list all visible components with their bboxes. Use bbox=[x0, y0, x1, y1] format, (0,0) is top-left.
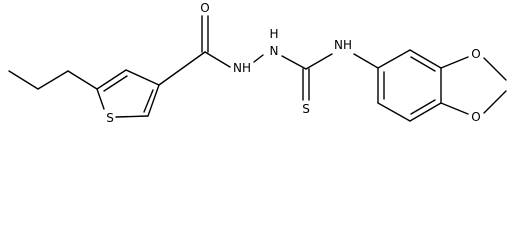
bond-thiophene-c3-c2 bbox=[147, 84, 160, 117]
hydrazine-h-label: H bbox=[269, 27, 278, 41]
aryl-nh: NH bbox=[334, 38, 379, 69]
thione-sulfur-label: S bbox=[302, 102, 310, 116]
bond-c3-carbonyl bbox=[158, 51, 206, 86]
bond-benzene-2 bbox=[409, 49, 442, 69]
bond-propyl-2 bbox=[37, 70, 69, 90]
benzene-ring bbox=[377, 49, 442, 122]
bond-nh-aryl bbox=[353, 53, 379, 69]
aryl-nh-label: NH bbox=[334, 38, 352, 52]
bond-propyl-3 bbox=[67, 70, 98, 90]
dioxole-oxygen-top-label: O bbox=[471, 47, 480, 61]
bond-propyl-1 bbox=[8, 70, 39, 90]
bond-benzene-2-inner bbox=[410, 56, 436, 72]
thiophene-sulfur-label: S bbox=[106, 111, 114, 125]
propyl-chain bbox=[8, 70, 98, 90]
dioxole-oxygen-bottom-label: O bbox=[471, 110, 480, 124]
bond-thiophene-c5-c4 bbox=[96, 69, 127, 90]
hydrazide-nh-label: NH bbox=[233, 61, 251, 75]
thiocarbonyl-group: S bbox=[302, 53, 333, 116]
bond-benzene-4-inner bbox=[410, 99, 436, 115]
bond-benzene-1 bbox=[377, 49, 411, 69]
bond-dioxole-o-top bbox=[440, 56, 469, 69]
dioxole-ring: O O bbox=[440, 47, 507, 124]
hydrazide-nh: NH bbox=[204, 51, 264, 75]
molecule-structure: S O NH H N S NH bbox=[8, 1, 507, 125]
thiophene-ring: S bbox=[96, 69, 160, 125]
bond-nh-n bbox=[253, 54, 264, 63]
bond-thiophene-c2-s bbox=[115, 115, 149, 118]
carbonyl-group: O bbox=[158, 1, 210, 86]
carbonyl-oxygen-label: O bbox=[200, 1, 209, 15]
bond-thiophene-c4-c3 bbox=[125, 69, 160, 86]
bond-carbonyl-nh bbox=[204, 51, 231, 68]
bond-thiophene-c3-c2-inner bbox=[143, 89, 154, 113]
bond-benzene-5 bbox=[377, 102, 411, 122]
hydrazine-n: H N bbox=[269, 27, 307, 70]
hydrazine-n-label: N bbox=[270, 44, 279, 58]
bond-benzene-4 bbox=[409, 102, 442, 122]
bond-dioxole-ch2-bottom bbox=[483, 90, 507, 114]
bond-dioxole-ch2-top bbox=[483, 57, 507, 81]
bond-dioxole-o-bottom bbox=[440, 102, 469, 115]
bond-thiocarbonyl-nh bbox=[305, 53, 333, 70]
bond-thiophene-s-c5 bbox=[96, 88, 105, 110]
bond-n-thiocarbonyl bbox=[281, 55, 307, 70]
bond-thiophene-c5-c4-inner bbox=[103, 75, 128, 92]
